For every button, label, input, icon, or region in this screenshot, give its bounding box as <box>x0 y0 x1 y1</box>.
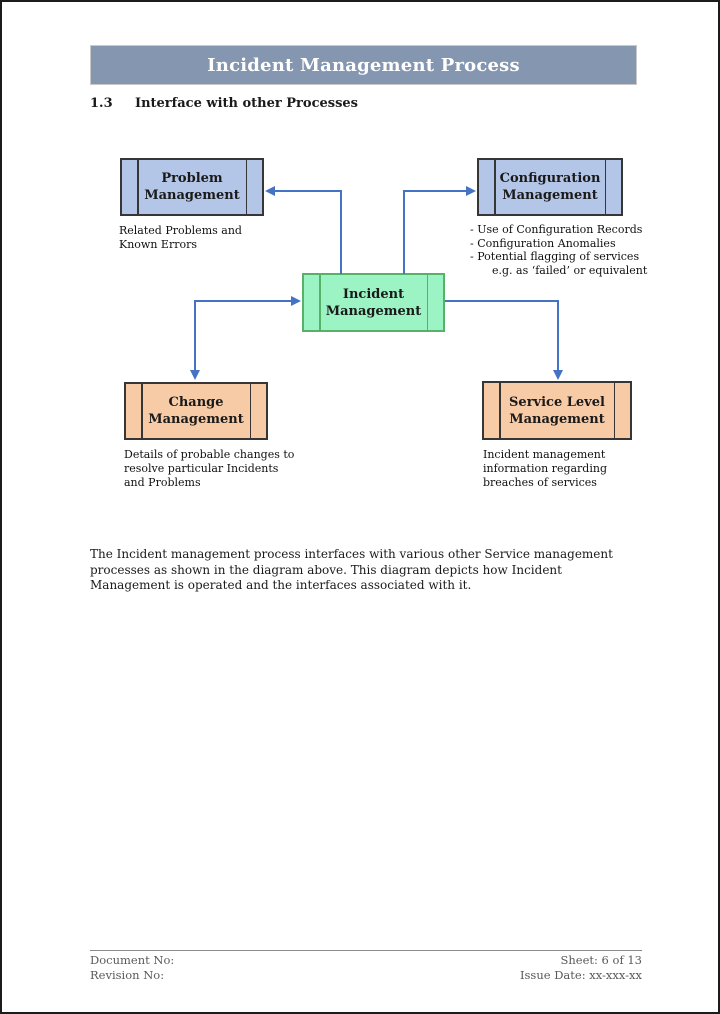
connector-segment <box>403 190 466 192</box>
node-label: Configuration Management <box>499 171 601 203</box>
node-side-stripe <box>604 160 606 214</box>
node-change-management: Change Management <box>124 382 268 440</box>
node-side-stripe <box>494 160 496 214</box>
node-incident-management: Incident Management <box>302 273 445 332</box>
caption-line: Details of probable changes to <box>124 448 295 461</box>
caption-line: Related Problems and <box>119 224 242 237</box>
caption-configuration-management: - Use of Configuration Records - Configu… <box>470 223 647 277</box>
connector-segment <box>403 190 405 274</box>
caption-line: resolve particular Incidents <box>124 462 279 475</box>
caption-line: breaches of services <box>483 476 597 489</box>
footer-document-no: Document No: <box>90 953 175 967</box>
footer-issue-date: Issue Date: xx-xxx-xx <box>519 967 642 982</box>
node-side-stripe <box>141 384 143 438</box>
connector-segment <box>194 300 196 370</box>
footer-revision-no: Revision No: <box>90 967 165 982</box>
node-label: Problem Management <box>144 171 240 203</box>
connector-segment <box>274 190 341 192</box>
node-label: Incident Management <box>325 286 422 319</box>
node-configuration-management: Configuration Management <box>477 158 623 216</box>
caption-line: information regarding <box>483 462 607 475</box>
connector-segment <box>340 190 342 274</box>
caption-change-management: Details of probable changes to resolve p… <box>124 448 294 490</box>
node-side-stripe <box>245 160 247 214</box>
document-title-banner: Incident Management Process <box>90 45 637 85</box>
body-paragraph: The Incident management process interfac… <box>90 547 613 592</box>
connector-segment <box>445 300 559 302</box>
node-problem-management: Problem Management <box>120 158 264 216</box>
node-side-stripe <box>613 383 615 438</box>
page-title: Incident Management Process <box>207 54 520 76</box>
caption-line: Incident management <box>483 448 606 461</box>
node-side-stripe <box>137 160 139 214</box>
arrowhead-left-icon <box>265 186 275 196</box>
section-heading: 1.3 Interface with other Processes <box>90 96 358 111</box>
node-label: Change Management <box>148 395 244 427</box>
caption-line: Known Errors <box>119 238 197 251</box>
arrowhead-right-icon <box>466 186 476 196</box>
footer-left-block: Document No: Revision No: <box>90 953 174 982</box>
node-side-stripe <box>426 275 428 330</box>
arrowhead-down-icon <box>190 370 200 380</box>
node-side-stripe <box>319 275 321 330</box>
footer-divider <box>90 950 642 951</box>
caption-line: - Configuration Anomalies <box>470 236 616 250</box>
section-title: Interface with other Processes <box>135 96 358 111</box>
caption-line: - Potential flagging of services <box>470 250 640 263</box>
caption-line: - Use of Configuration Records <box>470 223 643 236</box>
connector-segment <box>557 300 559 370</box>
arrowhead-right-icon <box>291 296 301 306</box>
node-side-stripe <box>249 384 251 438</box>
caption-line: e.g. as ‘failed’ or equivalent <box>492 263 648 277</box>
footer-right-block: Sheet: 6 of 13 Issue Date: xx-xxx-xx <box>520 953 642 982</box>
footer-sheet: Sheet: 6 of 13 <box>560 953 643 967</box>
caption-line: and Problems <box>124 476 201 489</box>
node-side-stripe <box>499 383 501 438</box>
node-label: Service Level Management <box>509 394 605 427</box>
node-service-level-management: Service Level Management <box>482 381 632 440</box>
connector-segment <box>194 300 291 302</box>
arrowhead-down-icon <box>553 370 563 380</box>
caption-service-level-management: Incident management information regardin… <box>483 448 607 490</box>
caption-problem-management: Related Problems and Known Errors <box>119 224 242 252</box>
page-footer: Document No: Revision No: Sheet: 6 of 13… <box>90 953 642 982</box>
section-number: 1.3 <box>90 96 113 111</box>
